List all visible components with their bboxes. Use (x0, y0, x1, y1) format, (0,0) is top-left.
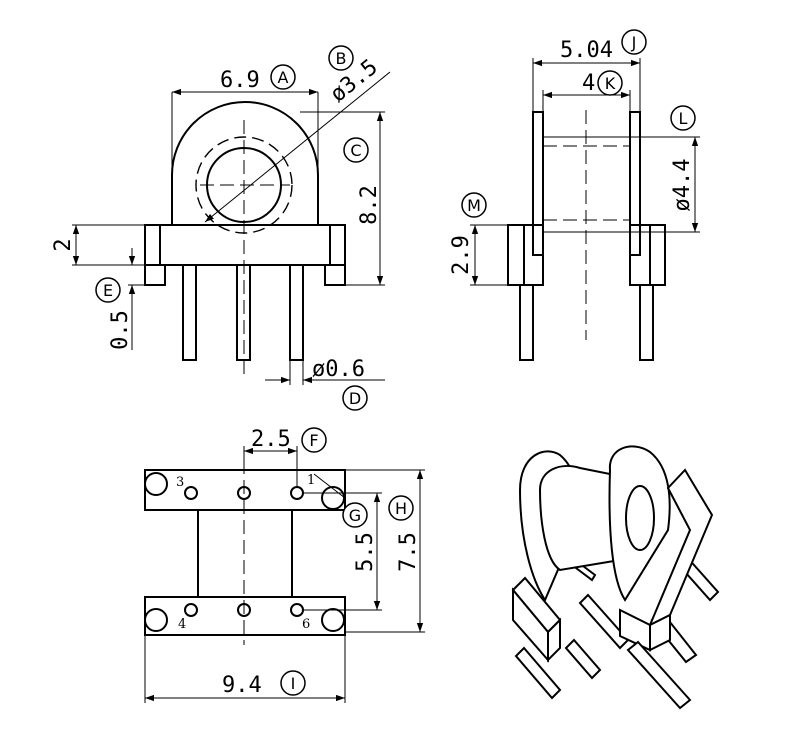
svg-text:F: F (309, 431, 318, 450)
pin-label-1: 1 (307, 473, 315, 488)
callout-j: J (621, 29, 647, 55)
side-flange-right (629, 111, 641, 256)
pin-hole-1 (290, 486, 304, 500)
callout-k: K (597, 70, 623, 96)
svg-text:D: D (349, 389, 361, 408)
front-foot-right (324, 264, 346, 286)
side-pin-left (519, 284, 534, 361)
pin-hole-6 (290, 603, 304, 617)
callout-b: B (328, 45, 354, 71)
callout-g: G (342, 502, 368, 528)
dim-a-value: 6.9 (220, 68, 260, 93)
dim-j-value: 5.04 (560, 38, 613, 63)
callout-e: E (95, 277, 121, 303)
callout-c: C (343, 137, 369, 163)
svg-text:J: J (631, 33, 637, 52)
pin-hole-4 (184, 603, 198, 617)
dim-h-value: 7.5 (396, 532, 421, 572)
callout-a: A (270, 64, 296, 90)
front-flange-outline (171, 101, 319, 225)
dim-k-value: 4 (582, 71, 595, 96)
dim-l-value: ø4.4 (670, 159, 695, 212)
dim-g-value: 5.5 (353, 532, 378, 572)
svg-text:B: B (336, 49, 347, 68)
dim-c-value: 8.2 (357, 185, 382, 225)
front-pin-right (289, 264, 304, 361)
iso-core (538, 465, 632, 572)
callout-m: M (461, 192, 487, 218)
dim-d-value: ø0.6 (312, 357, 365, 382)
pin-label-4: 4 (178, 617, 186, 632)
callout-l: L (670, 105, 696, 131)
callouts: A B C D E F G H I J K L M (95, 29, 696, 696)
svg-text:G: G (349, 506, 361, 525)
dim-f-value: 2.5 (251, 427, 291, 452)
dim-base-height-value: 2 (51, 238, 76, 251)
front-pin-left (182, 264, 197, 361)
front-foot-left (144, 264, 166, 286)
dim-i-value: 9.4 (222, 673, 262, 698)
pin-hole-3 (184, 486, 198, 500)
isometric-view (511, 445, 720, 710)
svg-text:A: A (278, 68, 289, 87)
svg-text:E: E (103, 281, 113, 300)
callout-d: D (342, 385, 368, 411)
pin-label-6: 6 (302, 617, 310, 632)
front-base (144, 224, 346, 266)
svg-text:I: I (291, 674, 296, 693)
side-flange-left (532, 111, 544, 256)
svg-text:C: C (350, 141, 361, 160)
svg-text:L: L (679, 109, 688, 128)
side-view: 5.04 4 ø4.4 2.9 (449, 38, 700, 361)
pin-label-3: 3 (176, 475, 184, 490)
svg-text:M: M (467, 196, 481, 215)
side-pin-right (639, 284, 654, 361)
bottom-core (197, 509, 293, 598)
iso-flange-right (608, 445, 671, 602)
callout-i: I (280, 670, 306, 696)
svg-text:H: H (395, 499, 407, 518)
front-view: 6.9 ø3.5 8.2 2 0.5 ø0.6 (51, 55, 391, 385)
dim-e-value: 0.5 (108, 310, 133, 350)
callout-h: H (388, 495, 414, 521)
dim-m-value: 2.9 (449, 235, 474, 275)
iso-bore (625, 485, 655, 551)
bottom-view: 3 1 4 6 2.5 5.5 7.5 9.4 (144, 427, 425, 703)
callout-f: F (301, 427, 327, 453)
svg-text:K: K (605, 74, 616, 93)
